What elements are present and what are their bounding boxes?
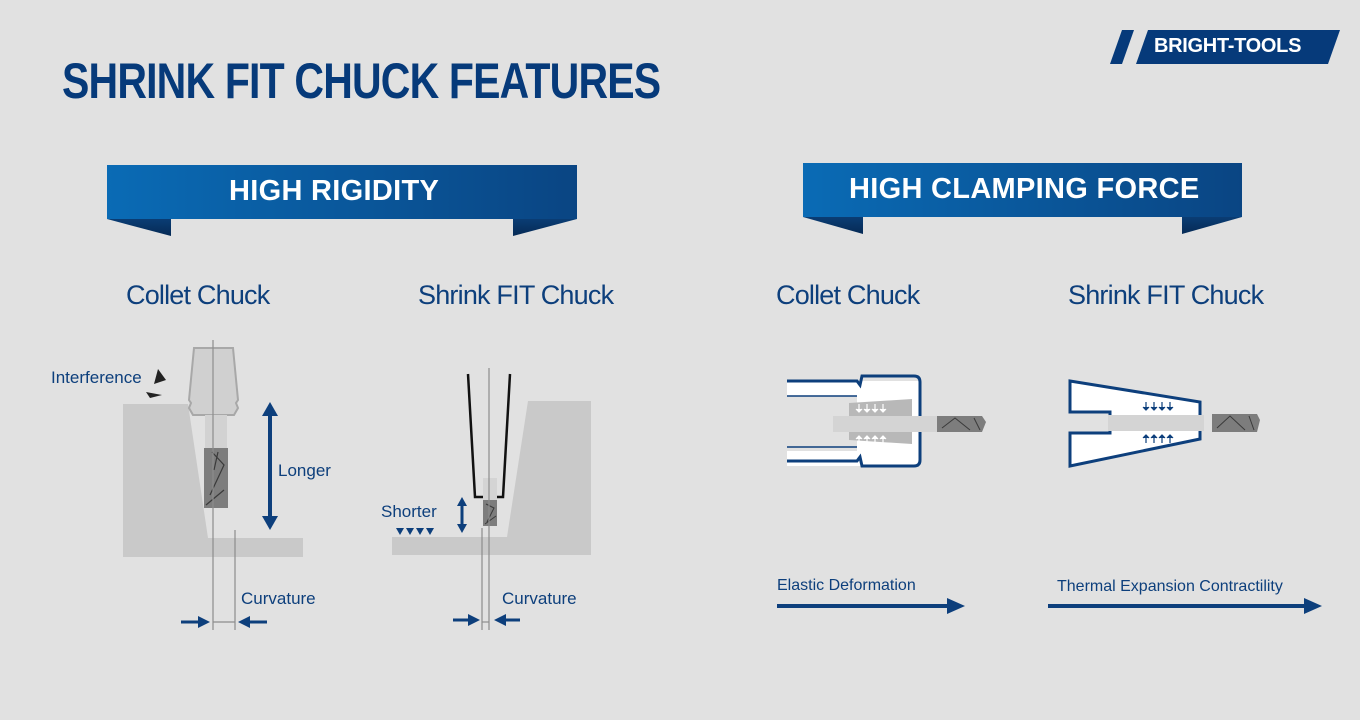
collet-clamping-diagram [777, 374, 986, 614]
label-thermal-expansion: Thermal Expansion Contractility [1057, 578, 1283, 595]
subtitle-shrinkfit-rigidity: Shrink FIT Chuck [418, 280, 614, 310]
subtitle-shrinkfit-clamping: Shrink FIT Chuck [1068, 280, 1264, 310]
tool-flute [204, 448, 228, 508]
label-shorter: Shorter [381, 502, 437, 521]
brand-logo: BRIGHT-TOOLS [1108, 30, 1340, 64]
label-curvature-collet: Curvature [241, 589, 316, 608]
banner-high-rigidity [107, 165, 577, 236]
banner-high-rigidity-label: HIGH RIGIDITY [229, 175, 440, 207]
workpiece-shape [392, 401, 591, 555]
label-interference: Interference [51, 368, 142, 387]
banner-high-clamping-force-label: HIGH CLAMPING FORCE [849, 173, 1200, 205]
brand-logo-shape [1110, 30, 1340, 64]
banner-high-clamping-force [803, 163, 1242, 234]
label-longer: Longer [278, 461, 331, 480]
shrinkfit-clamping-diagram [1048, 379, 1322, 614]
collet-rigidity-diagram [123, 340, 303, 630]
shrinkfit-chuck-wall-left [466, 373, 486, 499]
subtitle-collet-clamping: Collet Chuck [776, 280, 920, 310]
tool-flute [483, 500, 497, 526]
page-title: SHRINK FIT CHUCK FEATURES [62, 53, 661, 109]
shrinkfit-rigidity-diagram [392, 368, 591, 630]
label-curvature-shrinkfit: Curvature [502, 589, 577, 608]
tool-shank [205, 415, 227, 448]
subtitle-collet-rigidity: Collet Chuck [126, 280, 270, 310]
workpiece-shape [123, 404, 303, 557]
label-elastic-deformation: Elastic Deformation [777, 577, 916, 594]
brand-name: BRIGHT-TOOLS [1154, 35, 1302, 57]
